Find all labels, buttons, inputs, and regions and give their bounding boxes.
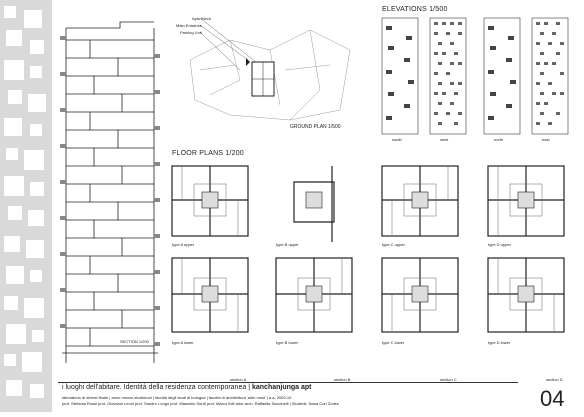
plan-label-type-b-lower: type B lower [276, 340, 299, 345]
section-label-a: section A [230, 377, 247, 382]
floor-plan-type-a-lower [171, 257, 249, 333]
plan-label-type-a-lower: type A lower [172, 340, 194, 345]
plan-label-type-b-upper: type B upper [276, 242, 299, 247]
board-title: i luoghi dell'abitare. Identità della re… [62, 384, 247, 391]
section-label-b: section B [334, 377, 351, 382]
section-label-d: section D [546, 377, 563, 382]
ground-plan-title: GROUND PLAN 1/500 [290, 124, 341, 130]
strip-pattern [4, 6, 46, 398]
building-section-drawing [60, 21, 160, 363]
elevation-label-north: north [494, 137, 504, 142]
title-separator: | [248, 384, 251, 391]
plan-label-type-d-lower: type D lower [488, 340, 511, 345]
bottom-divider [58, 382, 518, 383]
elevation-label-south: south [392, 137, 402, 142]
left-decorative-strip [0, 0, 52, 412]
section-label-c: section C [440, 377, 457, 382]
floor-plan-type-d-lower [487, 257, 565, 333]
plan-label-type-c-upper: type C upper [382, 242, 405, 247]
floor-plan-type-b-upper [293, 166, 335, 242]
elevation-label-east: east [542, 137, 550, 142]
floor-plan-type-c-upper [381, 165, 459, 237]
floor-plans-title: FLOOR PLANS 1/200 [172, 150, 244, 157]
page-number: 04 [540, 386, 565, 411]
floor-plan-type-c-lower [381, 257, 459, 333]
credits-line-2: prof. Stefania Rossi prof. Giovanni Leon… [62, 401, 339, 406]
board-title-line: i luoghi dell'abitare. Identità della re… [62, 384, 312, 391]
floor-plan-type-b-lower [275, 257, 353, 333]
section-title: SECTION 1/200 [120, 339, 149, 344]
floor-plan-type-d-upper [487, 165, 565, 237]
elevations-title: ELEVATIONS 1/500 [382, 6, 448, 13]
credits-line-1: laboratorio di sintesi finale | anno mez… [62, 395, 292, 400]
elevation-label-west: west [440, 137, 449, 142]
legend-parking-unit: Parking Unit [180, 30, 202, 35]
project-name: kanchanjunga apt [251, 384, 312, 391]
plan-label-type-a-upper: type A upper [172, 242, 195, 247]
plan-label-type-d-upper: type D upper [488, 242, 511, 247]
plan-label-type-c-lower: type C lower [382, 340, 405, 345]
ground-plan-drawing [189, 17, 351, 121]
floor-plan-type-a-upper [171, 165, 249, 237]
elevations-drawing [381, 17, 569, 135]
legend-apts-block: Apts Block [192, 16, 211, 21]
legend-main-entrance: Main Entrance [176, 23, 202, 28]
